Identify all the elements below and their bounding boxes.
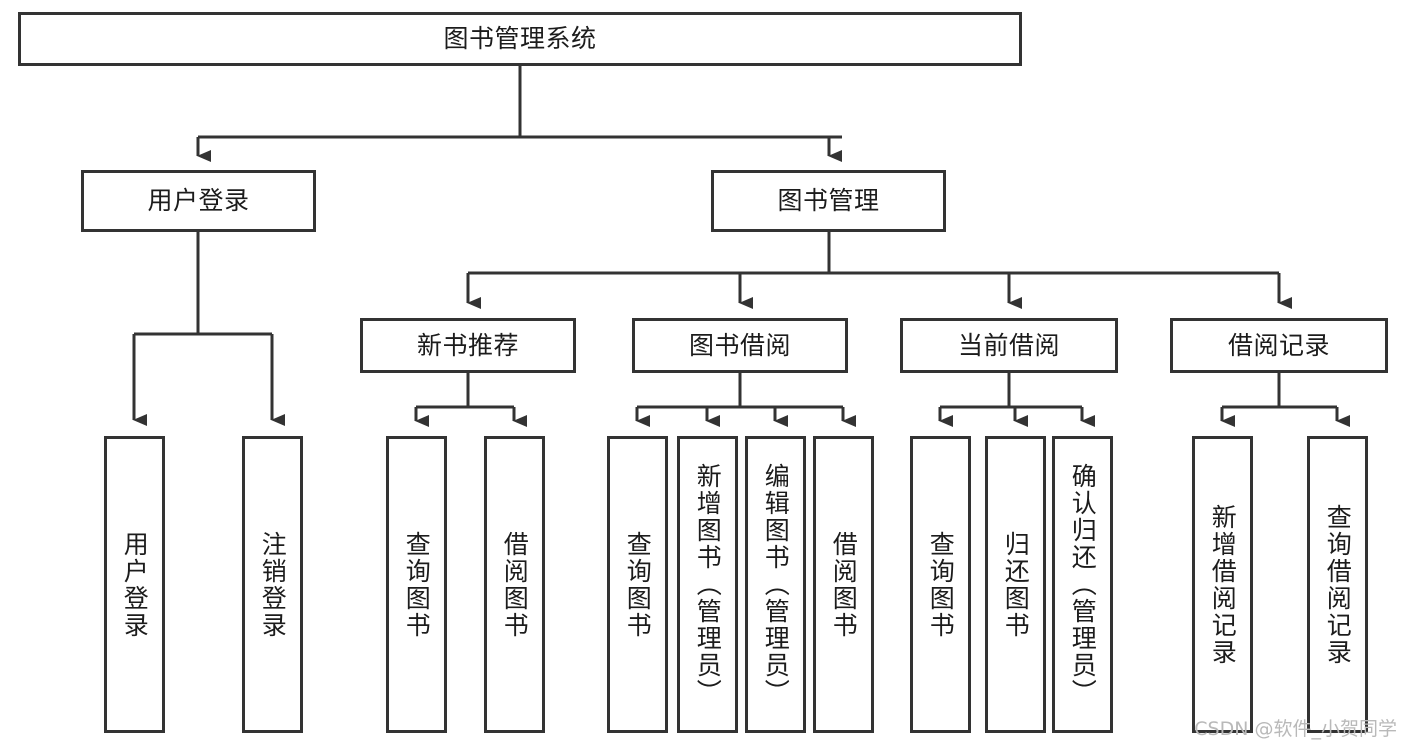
node-leaf-borrow-book-newrec[interactable]: 借阅图书: [484, 436, 545, 733]
node-current-borrowing[interactable]: 当前借阅: [900, 318, 1118, 373]
node-label: 新书推荐: [416, 330, 519, 360]
connector-newbook-to-leaves: [414, 373, 527, 427]
node-label: 查询图书: [926, 530, 956, 639]
node-leaf-query-borrow-record[interactable]: 查询借阅记录: [1307, 436, 1368, 733]
node-borrow-records[interactable]: 借阅记录: [1170, 318, 1388, 373]
node-label: 图书管理系统: [443, 24, 597, 54]
node-leaf-add-borrow-record[interactable]: 新增借阅记录: [1192, 436, 1253, 733]
connector-currentborrow-to-leaves: [938, 373, 1095, 427]
node-leaf-edit-book-admin[interactable]: 编辑图书（管理员）: [745, 436, 806, 733]
node-book-borrowing[interactable]: 图书借阅: [632, 318, 848, 373]
node-leaf-return-book[interactable]: 归还图书: [985, 436, 1046, 733]
node-label: 当前借阅: [957, 330, 1060, 360]
node-label: 用户登录: [120, 530, 150, 639]
node-leaf-query-book-newrec[interactable]: 查询图书: [386, 436, 447, 733]
node-label: 借阅图书: [829, 530, 859, 639]
node-leaf-query-book-current[interactable]: 查询图书: [910, 436, 971, 733]
node-label: 查询图书: [623, 530, 653, 639]
node-leaf-borrow-book[interactable]: 借阅图书: [813, 436, 874, 733]
node-leaf-confirm-return-admin[interactable]: 确认归还（管理员）: [1052, 436, 1113, 733]
node-book-management[interactable]: 图书管理: [711, 170, 946, 232]
node-label: 借阅记录: [1227, 330, 1330, 360]
node-leaf-user-login[interactable]: 用户登录: [104, 436, 165, 733]
node-label: 注销登录: [258, 530, 288, 639]
node-leaf-query-book-borrow[interactable]: 查询图书: [607, 436, 668, 733]
node-new-book-recommendation[interactable]: 新书推荐: [360, 318, 576, 373]
node-label: 查询图书: [402, 530, 432, 639]
node-label: 归还图书: [1001, 530, 1031, 639]
node-label: 用户登录: [147, 186, 250, 216]
node-label: 图书借阅: [688, 330, 791, 360]
node-user-login[interactable]: 用户登录: [81, 170, 316, 232]
node-label: 查询借阅记录: [1323, 503, 1353, 666]
connector-borrowrecord-to-leaves: [1220, 373, 1350, 427]
connector-root-to-level2: [196, 66, 842, 162]
node-label: 新增图书（管理员）: [693, 463, 723, 706]
node-leaf-logout[interactable]: 注销登录: [242, 436, 303, 733]
connector-bookmgmt-to-level3: [466, 232, 1292, 309]
connector-userlogin-to-leaves: [132, 232, 285, 426]
node-root-book-management-system[interactable]: 图书管理系统: [18, 12, 1022, 66]
node-leaf-add-book-admin[interactable]: 新增图书（管理员）: [677, 436, 738, 733]
connector-bookborrow-to-leaves: [635, 373, 856, 427]
node-label: 图书管理: [777, 186, 880, 216]
node-label: 借阅图书: [500, 530, 530, 639]
node-label: 编辑图书（管理员）: [761, 463, 791, 706]
node-label: 确认归还（管理员）: [1068, 463, 1098, 706]
node-label: 新增借阅记录: [1208, 503, 1238, 666]
